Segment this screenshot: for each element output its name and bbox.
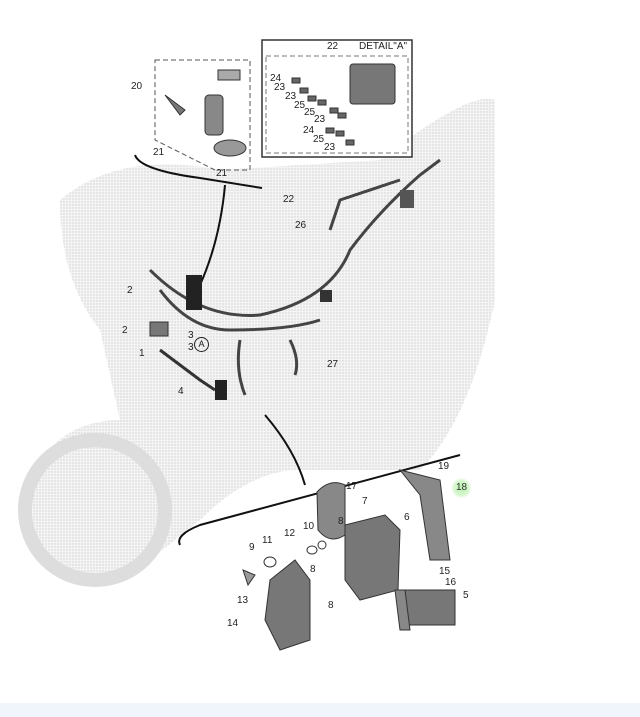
part-label-27: 27 — [327, 359, 339, 370]
part-label-7: 7 — [362, 496, 368, 507]
part-label-17: 17 — [346, 481, 358, 492]
part-label-8: 8 — [310, 564, 316, 575]
part-label-23: 23 — [274, 82, 286, 93]
part-label-24: 24 — [303, 125, 315, 136]
part-label-18-highlighted[interactable]: 18 — [452, 478, 472, 498]
part-label-25: 25 — [304, 107, 316, 118]
part-label-10: 10 — [303, 521, 315, 532]
bottom-bar — [0, 703, 640, 717]
part-label-4: 4 — [178, 386, 184, 397]
battery-box-parts — [242, 469, 456, 651]
part-label-2: 2 — [127, 285, 133, 296]
part-label-1: 1 — [139, 348, 145, 359]
part-label-22: 22 — [283, 194, 295, 205]
part-label-8: 8 — [328, 600, 334, 611]
part-label-23: 23 — [285, 91, 297, 102]
part-label-19: 19 — [438, 461, 450, 472]
part-label-25: 25 — [313, 134, 325, 145]
detail-a-callout: A — [194, 337, 209, 352]
part-label-13: 13 — [237, 595, 249, 606]
ignition-detail-box — [154, 59, 251, 171]
part-label-21: 21 — [216, 168, 228, 179]
part-label-8: 8 — [338, 516, 344, 527]
part-label-22: 22 — [327, 41, 339, 52]
part-label-3: 3 — [188, 330, 194, 341]
part-label-2: 2 — [122, 325, 128, 336]
part-label-21: 21 — [153, 147, 165, 158]
part-label-25: 25 — [294, 100, 306, 111]
part-label-3: 3 — [188, 342, 194, 353]
part-label-14: 14 — [227, 618, 239, 629]
part-label-6: 6 — [404, 512, 410, 523]
part-label-20: 20 — [131, 81, 143, 92]
part-label-9: 9 — [249, 542, 255, 553]
part-label-23: 23 — [314, 114, 326, 125]
motorcycle-silhouette — [18, 98, 495, 587]
part-label-5: 5 — [463, 590, 469, 601]
part-label-23: 23 — [324, 142, 336, 153]
part-label-11: 11 — [262, 535, 273, 546]
detail-a-title: DETAIL"A" — [359, 41, 408, 52]
part-label-16: 16 — [445, 577, 457, 588]
part-label-24: 24 — [270, 73, 282, 84]
part-label-12: 12 — [284, 528, 296, 539]
part-label-26: 26 — [295, 220, 307, 231]
part-label-15: 15 — [439, 566, 451, 577]
